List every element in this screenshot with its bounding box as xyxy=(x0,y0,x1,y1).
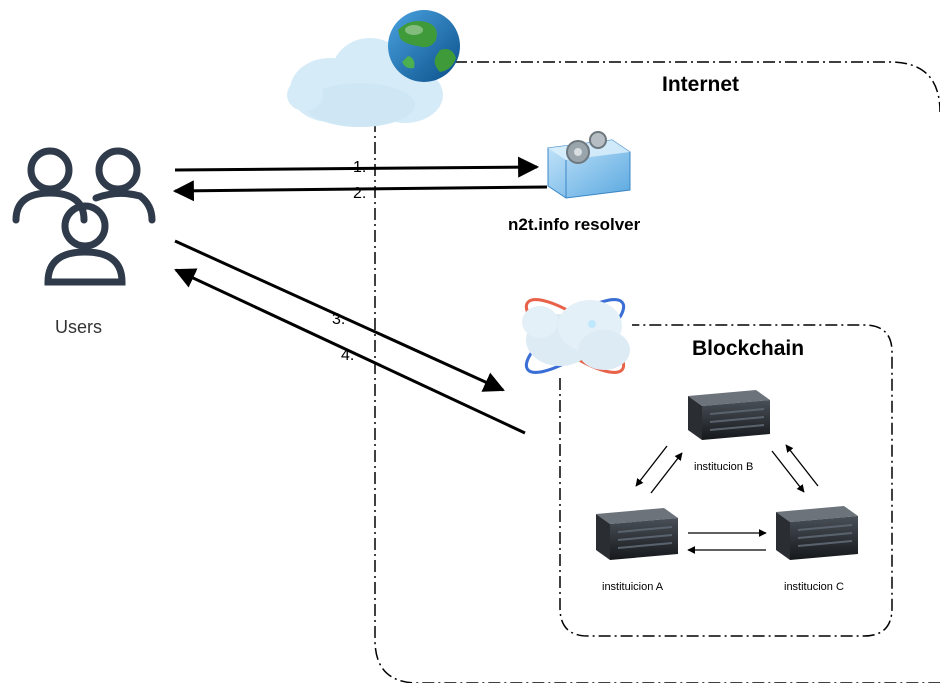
arrow-step-2 xyxy=(172,180,548,202)
arrow-b-to-c xyxy=(771,450,805,493)
node-a-label: instituicion A xyxy=(602,581,664,593)
step-4-label: 4. xyxy=(341,347,354,364)
blockchain-boundary xyxy=(559,324,893,637)
globe-icon xyxy=(388,10,460,82)
arrow-step-3 xyxy=(174,239,505,392)
arrow-step-1 xyxy=(174,156,540,178)
blockchain-label: Blockchain xyxy=(692,337,804,360)
server-b-icon xyxy=(688,390,770,440)
users-label: Users xyxy=(55,317,102,337)
resolver-icon xyxy=(547,131,631,199)
arrow-a-to-b xyxy=(650,452,683,494)
server-a-icon xyxy=(596,508,678,560)
server-c-icon xyxy=(776,506,858,560)
step-3-label: 3. xyxy=(332,311,345,328)
step-2-label: 2. xyxy=(353,185,366,202)
node-c-label: institucion C xyxy=(784,581,844,593)
arrow-c-to-b xyxy=(785,444,819,487)
arrow-b-to-a xyxy=(635,445,668,487)
blockchain-cloud-icon xyxy=(522,298,630,374)
users-icon xyxy=(12,147,156,286)
node-b-label: institucion B xyxy=(694,461,753,473)
internet-label: Internet xyxy=(662,73,739,96)
resolver-label: n2t.info resolver xyxy=(508,215,641,234)
arrow-step-4 xyxy=(174,268,526,435)
step-1-label: 1. xyxy=(353,159,366,176)
